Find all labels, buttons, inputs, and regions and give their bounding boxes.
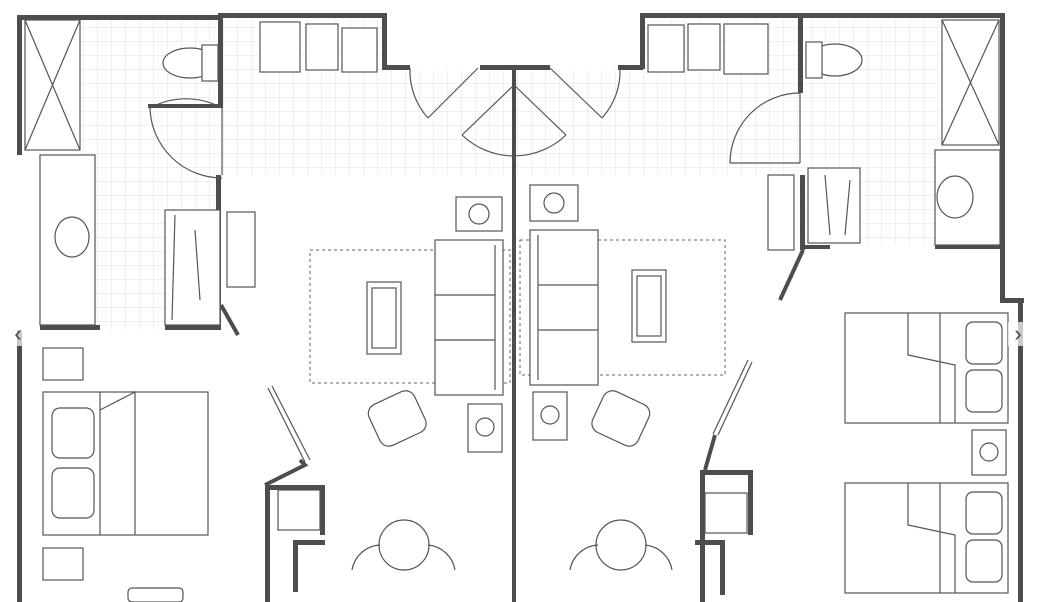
- living-right: [277, 184, 748, 571]
- chevron-right-icon: ›: [1014, 321, 1022, 346]
- bathroom-left: [24, 19, 378, 326]
- living-left: [309, 196, 511, 571]
- bedroom-right: [844, 312, 1009, 594]
- carousel-next-button[interactable]: ›: [1008, 322, 1028, 346]
- doors: [149, 67, 801, 463]
- walls: [17, 13, 1024, 602]
- carousel-prev-button[interactable]: ‹: [8, 322, 28, 346]
- bedroom-left: [42, 347, 209, 602]
- chevron-left-icon: ‹: [14, 321, 22, 346]
- bathroom-right: [647, 19, 1001, 251]
